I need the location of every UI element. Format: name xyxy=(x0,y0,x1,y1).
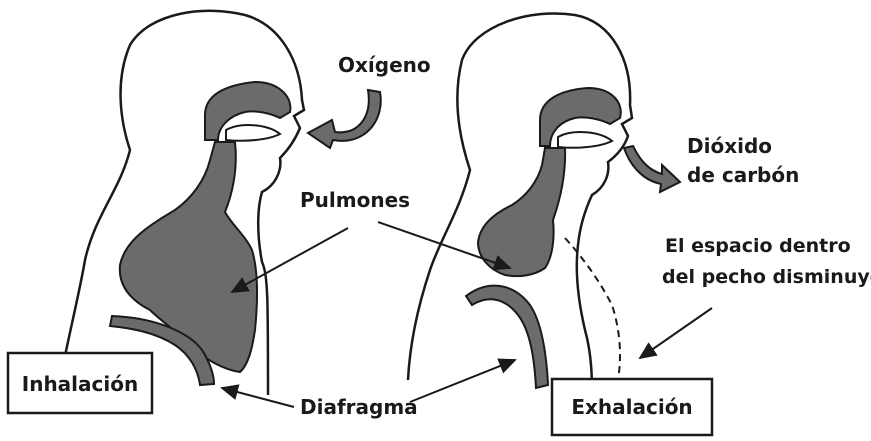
co2-arrow xyxy=(624,146,680,192)
exhale-label-box: Exhalación xyxy=(552,379,712,435)
inhale-label-box: Inhalación xyxy=(8,353,152,413)
exhale-label: Exhalación xyxy=(571,395,692,419)
exhale-lung xyxy=(478,148,565,276)
exhale-tongue xyxy=(558,132,612,148)
diaphragm-pointer-right xyxy=(410,360,515,402)
inhale-tongue xyxy=(226,125,280,141)
inhale-label: Inhalación xyxy=(22,372,138,396)
exhale-chest-dashed-line xyxy=(565,238,620,380)
oxygen-arrow xyxy=(308,90,381,148)
lungs-label: Pulmones xyxy=(300,188,410,212)
exhale-figure xyxy=(408,13,680,395)
diaphragm-label: Diafragma xyxy=(300,395,418,419)
co2-label-line2: de carbón xyxy=(687,163,799,187)
exhale-diaphragm xyxy=(466,286,548,388)
co2-label-line1: Dióxido xyxy=(687,134,772,158)
chest-pointer xyxy=(640,308,712,358)
oxygen-label: Oxígeno xyxy=(338,53,431,77)
chest-label-line1: El espacio dentro xyxy=(665,235,851,257)
diaphragm-pointer-left xyxy=(222,388,294,407)
chest-label-line2: del pecho disminuye xyxy=(662,266,871,288)
